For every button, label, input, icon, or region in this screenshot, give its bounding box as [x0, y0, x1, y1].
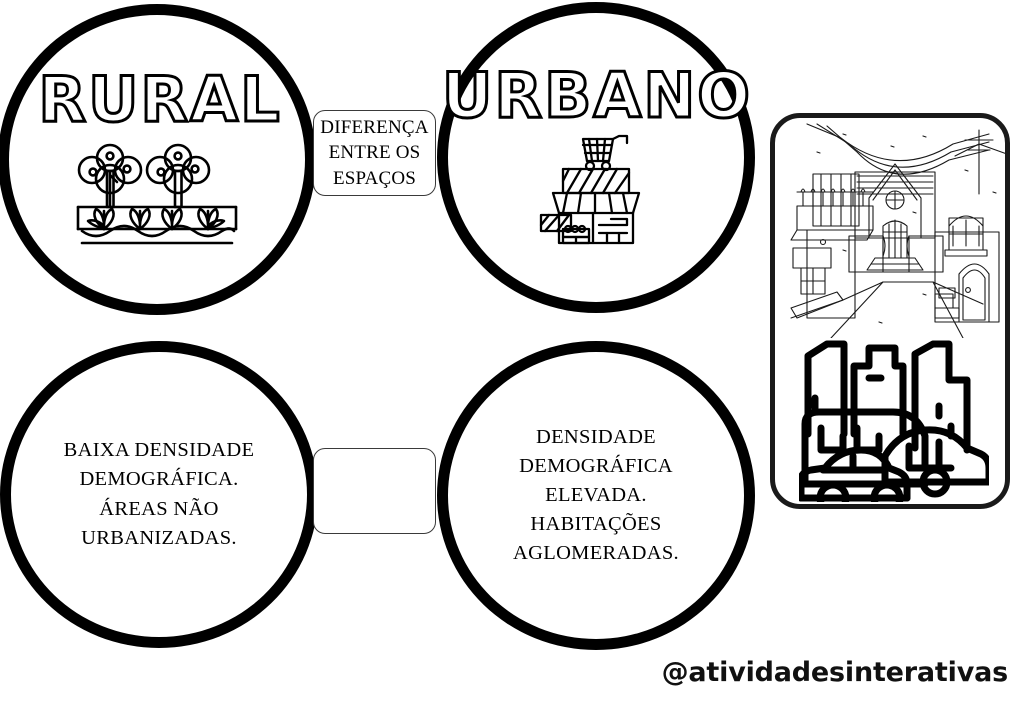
bubble-urbano[interactable]: URBANO — [437, 2, 755, 313]
farm-garden-icon — [72, 137, 242, 250]
bubble-rural-description-text: BAIXA DENSIDADE DEMOGRÁFICA. ÁREAS NÃO U… — [63, 439, 255, 549]
bubble-rural[interactable]: RURAL — [0, 4, 316, 315]
connector-blank-box[interactable] — [313, 448, 436, 534]
connector-title-box: DIFERENÇA ENTRE OS ESPAÇOS — [313, 110, 436, 196]
connector-title-label: DIFERENÇA ENTRE OS ESPAÇOS — [320, 116, 429, 189]
watermark-handle: @atividadesinterativas — [661, 657, 1009, 688]
storefront-icon — [537, 133, 655, 250]
bubble-urbano-description[interactable]: DENSIDADE DEMOGRÁFICA ELEVADA. HABITAÇÕE… — [437, 341, 755, 650]
bubble-urbano-description-text: DENSIDADE DEMOGRÁFICA ELEVADA. HABITAÇÕE… — [513, 425, 679, 565]
illustration-panel — [770, 113, 1010, 509]
bubble-rural-heading: RURAL — [37, 63, 282, 136]
bubble-urbano-heading: URBANO — [441, 59, 752, 132]
city-street-scene-illustration — [783, 122, 1005, 343]
bubble-rural-description[interactable]: BAIXA DENSIDADE DEMOGRÁFICA. ÁREAS NÃO U… — [0, 341, 318, 648]
city-skyline-with-cars-icon — [797, 332, 993, 504]
